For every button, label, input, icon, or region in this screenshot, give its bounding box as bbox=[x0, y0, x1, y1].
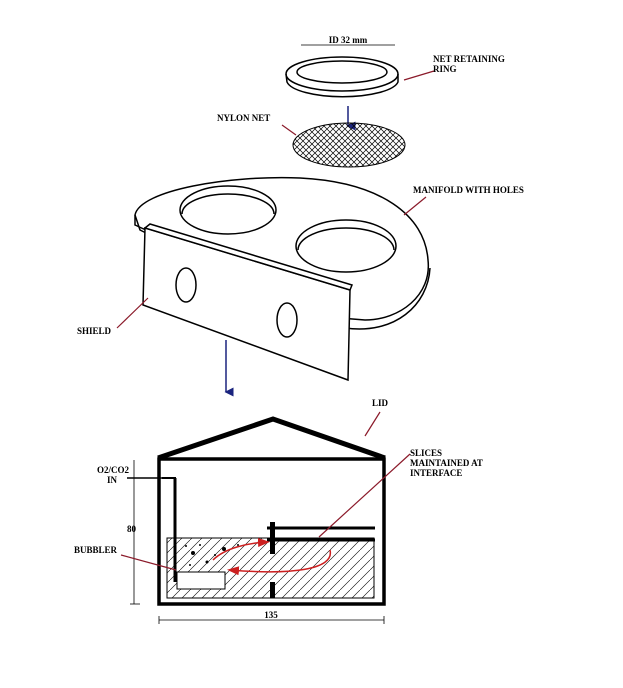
lid-label: LID bbox=[372, 398, 389, 408]
nylon-net bbox=[292, 122, 406, 168]
width-label: 135 bbox=[264, 610, 278, 620]
net-ring-label-2: RING bbox=[433, 64, 457, 74]
manifold-leader bbox=[403, 196, 427, 216]
flow-arrow bbox=[227, 549, 331, 576]
slices-label-2: MAINTAINED AT bbox=[410, 458, 483, 468]
lid-leader bbox=[364, 411, 381, 437]
shield-leader bbox=[116, 297, 149, 329]
gas-label-1: O2/CO2 bbox=[97, 465, 130, 475]
net-retaining-ring bbox=[285, 56, 399, 98]
shield bbox=[142, 223, 354, 382]
net-leader bbox=[281, 124, 297, 136]
bubbler bbox=[176, 571, 226, 590]
bubbler-label: BUBBLER bbox=[74, 545, 118, 555]
ring-leader bbox=[403, 70, 435, 81]
height-label: 80 bbox=[127, 524, 137, 534]
gas-label-2: IN bbox=[107, 475, 118, 485]
slices-label-3: INTERFACE bbox=[410, 468, 462, 478]
flow-arrow bbox=[212, 537, 270, 561]
manifold-label: MANIFOLD WITH HOLES bbox=[413, 185, 524, 195]
ring-dimension: ID 32 mm bbox=[301, 35, 395, 46]
shield-label: SHIELD bbox=[77, 326, 112, 336]
lid bbox=[157, 416, 386, 461]
slices-leader bbox=[318, 453, 411, 538]
chamber bbox=[157, 416, 386, 606]
net-ring-label-1: NET RETAINING bbox=[433, 54, 505, 64]
ring-dimension-label: ID 32 mm bbox=[329, 35, 368, 45]
bubbler-leader bbox=[120, 554, 177, 571]
manifold-with-holes bbox=[134, 176, 431, 330]
slices-label-1: SLICES bbox=[410, 448, 442, 458]
nylon-net-label: NYLON NET bbox=[217, 113, 270, 123]
